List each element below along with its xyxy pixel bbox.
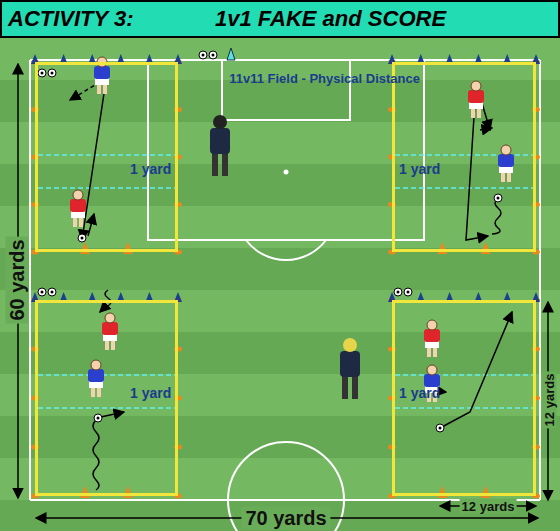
activity-title: 1v1 FAKE and SCORE bbox=[215, 6, 446, 32]
player-head bbox=[105, 313, 115, 323]
player-shorts bbox=[89, 381, 103, 388]
ball bbox=[439, 427, 442, 430]
marker-cone bbox=[227, 48, 235, 60]
player-shirt bbox=[468, 90, 484, 103]
ball bbox=[494, 194, 502, 202]
goal-cone bbox=[123, 242, 133, 254]
dimension-label: 12 yards bbox=[542, 372, 557, 429]
coach-head bbox=[343, 338, 357, 352]
player-head bbox=[73, 190, 83, 200]
ball bbox=[78, 234, 86, 242]
practice-grid: 1 yard bbox=[392, 300, 536, 496]
ball bbox=[38, 69, 46, 77]
grass-stripe bbox=[0, 122, 560, 164]
goal-cone bbox=[123, 486, 133, 498]
distance-label: 1 yard bbox=[130, 385, 171, 401]
player-shirt bbox=[70, 199, 86, 212]
player-head bbox=[91, 360, 101, 370]
ball bbox=[209, 51, 217, 59]
ball bbox=[41, 72, 44, 75]
player-shorts bbox=[103, 334, 117, 341]
activity-number: ACTIVITY 3: bbox=[8, 6, 134, 32]
grass-stripe bbox=[0, 416, 560, 458]
ball bbox=[48, 69, 56, 77]
practice-grid: 1 yard bbox=[35, 62, 178, 252]
dimension-label: 60 yards bbox=[6, 236, 29, 323]
grass-stripe bbox=[0, 80, 560, 122]
ball bbox=[81, 237, 84, 240]
distance-label: 1 yard bbox=[399, 161, 440, 177]
one-yard-line bbox=[38, 374, 175, 376]
ball bbox=[202, 54, 205, 57]
goal-cone bbox=[80, 242, 90, 254]
player-shirt bbox=[498, 154, 514, 167]
distance-label: 1 yard bbox=[399, 385, 440, 401]
grass-stripe bbox=[0, 290, 560, 332]
player-head bbox=[427, 320, 437, 330]
player-head bbox=[501, 145, 511, 155]
goal-cone bbox=[481, 486, 491, 498]
ball bbox=[397, 291, 400, 294]
one-yard-line bbox=[38, 187, 175, 189]
player-shirt bbox=[424, 329, 440, 342]
ball bbox=[436, 424, 444, 432]
player-shorts bbox=[71, 211, 85, 218]
one-yard-line bbox=[395, 374, 533, 376]
dimension-label: 70 yards bbox=[241, 507, 330, 530]
one-yard-line bbox=[395, 187, 533, 189]
dimension-label: 12 yards bbox=[460, 499, 517, 514]
grass-stripe bbox=[0, 374, 560, 416]
coach-body bbox=[210, 128, 230, 154]
ball bbox=[48, 288, 56, 296]
ball bbox=[97, 417, 100, 420]
ball bbox=[51, 72, 54, 75]
ball bbox=[94, 414, 102, 422]
ball bbox=[407, 291, 410, 294]
ball bbox=[394, 288, 402, 296]
ball bbox=[404, 288, 412, 296]
goal-cone bbox=[437, 242, 447, 254]
player-shorts bbox=[469, 102, 483, 109]
goal-cone bbox=[481, 242, 491, 254]
grass-stripe bbox=[0, 332, 560, 374]
player-shorts bbox=[95, 78, 109, 85]
player-shorts bbox=[425, 341, 439, 348]
distance-label: 1 yard bbox=[130, 161, 171, 177]
ball bbox=[51, 291, 54, 294]
player-head bbox=[427, 365, 437, 375]
coach-body bbox=[340, 351, 360, 377]
one-yard-line bbox=[38, 154, 175, 156]
one-yard-line bbox=[395, 407, 533, 409]
goal-cone bbox=[437, 486, 447, 498]
ball bbox=[38, 288, 46, 296]
player-shorts bbox=[499, 166, 513, 173]
grass-stripe bbox=[0, 248, 560, 290]
field-caption: 11v11 Field - Physical Distance bbox=[229, 71, 420, 86]
practice-grid: 1 yard bbox=[392, 62, 536, 252]
player-shirt bbox=[102, 322, 118, 335]
practice-grid: 1 yard bbox=[35, 300, 178, 496]
player-head bbox=[471, 81, 481, 91]
one-yard-line bbox=[38, 407, 175, 409]
goal-cone bbox=[80, 486, 90, 498]
player-shirt bbox=[94, 66, 110, 79]
ball bbox=[41, 291, 44, 294]
coach-head bbox=[213, 115, 227, 129]
ball bbox=[212, 54, 215, 57]
ball bbox=[199, 51, 207, 59]
ball bbox=[497, 197, 500, 200]
player-shirt bbox=[88, 369, 104, 382]
